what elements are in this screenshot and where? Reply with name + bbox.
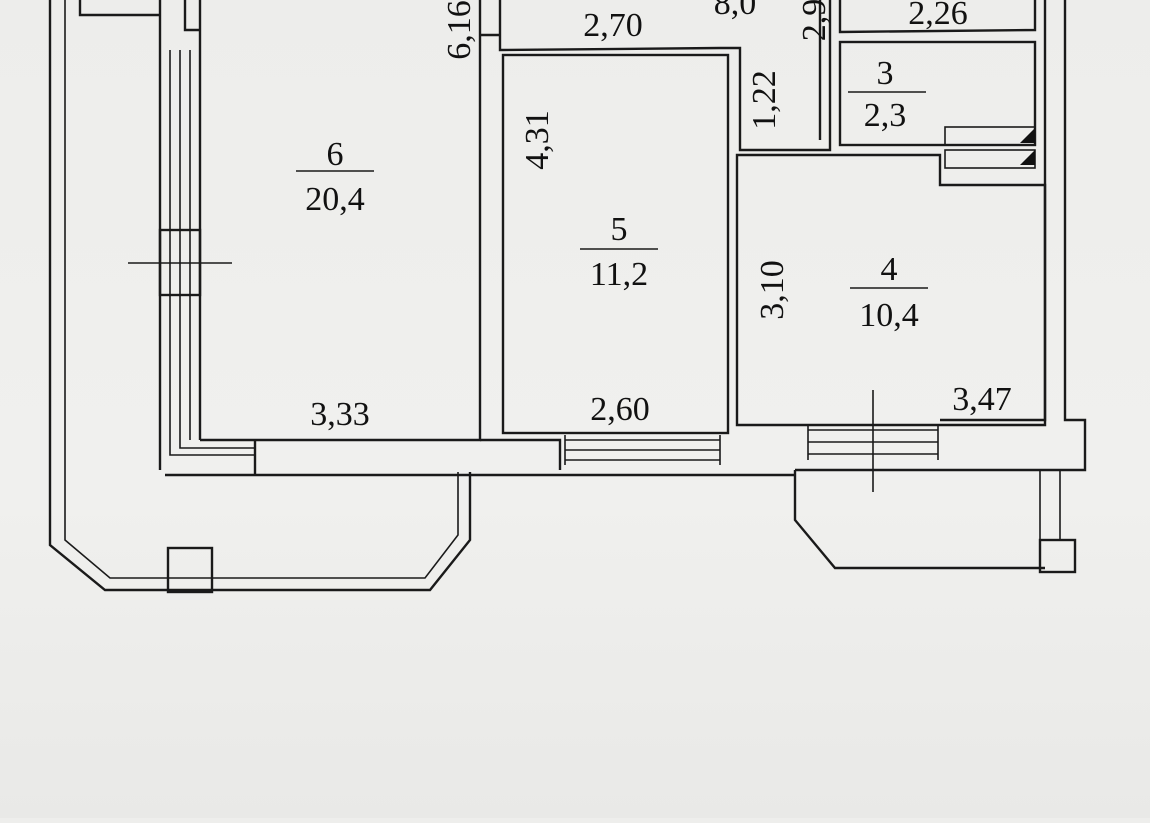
left-balcony-column — [166, 546, 214, 594]
dim-room5-width: 2,60 — [590, 391, 650, 428]
dim-room4-width: 3,47 — [952, 381, 1012, 418]
left-window — [169, 50, 255, 456]
room-3 — [838, 40, 1037, 147]
dim-room4-height: 3,10 — [754, 260, 791, 320]
room6-number: 6 — [327, 136, 344, 173]
dim-room6-height: 6,16 — [441, 0, 478, 60]
room3-number: 3 — [877, 55, 894, 92]
room4-number: 4 — [881, 251, 898, 288]
room3-area: 2,3 — [864, 97, 907, 134]
vent-shaft — [944, 149, 1036, 169]
dim-corridor-area: 8,0 — [714, 0, 757, 22]
room4-area: 10,4 — [859, 297, 919, 334]
room5-window — [564, 435, 721, 465]
dim-room5-height: 4,31 — [519, 110, 556, 170]
room6-area: 20,4 — [305, 181, 365, 218]
room5-number: 5 — [611, 211, 628, 248]
room5-area: 11,2 — [590, 256, 648, 293]
dim-bath-height: 2,9 — [796, 0, 833, 41]
room-5 — [501, 53, 730, 435]
right-balcony-column — [1038, 538, 1077, 574]
dim-room6-width: 3,33 — [310, 396, 370, 433]
dim-hall-depth: 1,22 — [746, 70, 783, 130]
dim-corridor-width: 2,70 — [583, 7, 643, 44]
top-room — [838, 0, 1037, 34]
dim-top-room-width: 2,26 — [908, 0, 968, 32]
room-4 — [735, 153, 1047, 427]
left-balcony — [48, 0, 472, 592]
right-balcony — [793, 470, 1045, 570]
